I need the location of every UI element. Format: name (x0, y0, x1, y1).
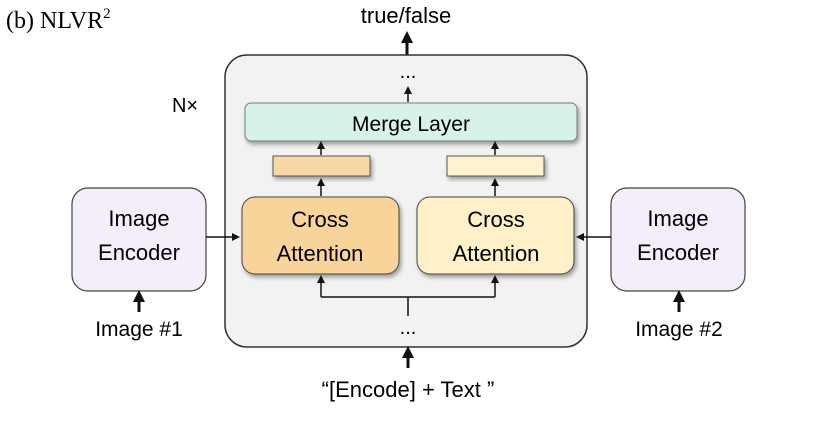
image1-label: Image #1 (95, 318, 183, 341)
top-ellipsis: ... (400, 61, 417, 83)
text-input-label: “[Encode] + Text ” (322, 377, 495, 402)
figure-label: (b) NLVR2 (6, 6, 111, 34)
cross-attention-right-line1: Cross (467, 207, 524, 232)
right-feature-bar (446, 155, 545, 177)
image-encoder-left-line2: Encoder (98, 240, 180, 265)
cross-attention-left-line2: Attention (277, 241, 364, 266)
image-encoder-left-line1: Image (108, 206, 169, 231)
bottom-ellipsis: ... (400, 317, 417, 339)
cross-attention-left-box (241, 196, 400, 275)
merge-layer-label: Merge Layer (352, 113, 470, 136)
merge-layer-box (244, 102, 578, 142)
output-label: true/false (361, 3, 452, 28)
image-encoder-right-line1: Image (647, 206, 708, 231)
repeat-label: N× (172, 95, 198, 117)
cross-attention-right-box (416, 196, 575, 275)
cross-attention-left-line1: Cross (291, 207, 348, 232)
cross-attention-right-line2: Attention (453, 241, 540, 266)
image2-label: Image #2 (635, 318, 723, 341)
image-encoder-right-line2: Encoder (637, 240, 719, 265)
left-feature-bar (272, 155, 371, 177)
